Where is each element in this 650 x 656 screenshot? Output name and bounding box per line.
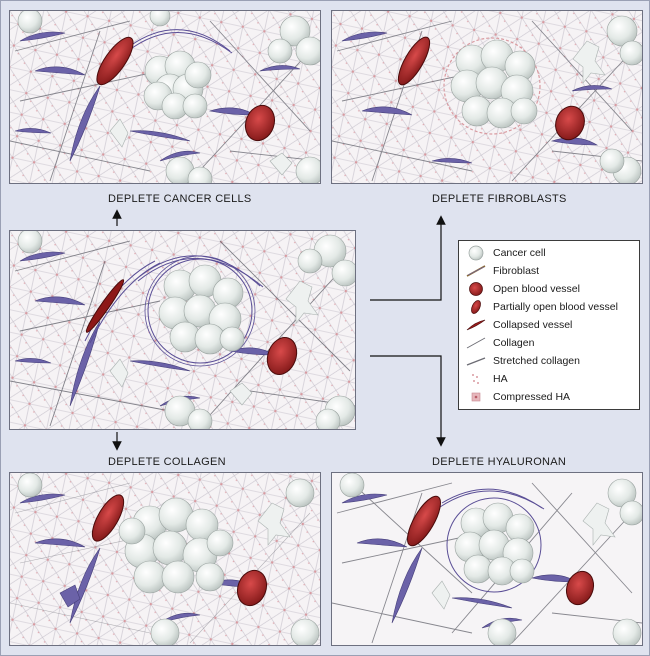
panel-baseline-tumor [9, 230, 356, 430]
legend-label: HA [493, 373, 508, 385]
legend-label: Cancer cell [493, 247, 546, 259]
legend-label: Collagen [493, 337, 535, 349]
arrow-to-deplete-hyaluronan [370, 355, 446, 447]
legend-item-fibroblast: Fibroblast [459, 262, 639, 280]
label-deplete-fibroblasts: DEPLETE FIBROBLASTS [432, 193, 567, 205]
fibroblast-icon [459, 262, 493, 280]
legend-label: Stretched collagen [493, 355, 580, 367]
partial-vessel-icon [459, 298, 493, 316]
legend: Cancer cell Fibroblast Open blood vessel… [458, 240, 640, 410]
legend-item-cancer-cell: Cancer cell [459, 244, 639, 262]
label-deplete-collagen: DEPLETE COLLAGEN [108, 456, 226, 468]
label-deplete-hyaluronan: DEPLETE HYALURONAN [432, 456, 567, 468]
collapsed-vessel-icon [459, 316, 493, 334]
tissue-illustration [10, 11, 320, 183]
legend-item-collagen: Collagen [459, 334, 639, 352]
panel-deplete-fibroblasts [331, 10, 643, 184]
ha-icon [459, 370, 493, 388]
arrow-to-deplete-fibroblasts [370, 215, 446, 301]
tissue-illustration [10, 231, 355, 429]
panel-deplete-hyaluronan [331, 472, 643, 646]
panel-deplete-collagen [9, 472, 321, 646]
collagen-icon [459, 334, 493, 352]
legend-item-open-vessel: Open blood vessel [459, 280, 639, 298]
label-deplete-cancer-cells: DEPLETE CANCER CELLS [108, 193, 252, 205]
legend-item-collapsed-vessel: Collapsed vessel [459, 316, 639, 334]
legend-label: Collapsed vessel [493, 319, 573, 331]
legend-item-stretched-collagen: Stretched collagen [459, 352, 639, 370]
legend-label: Fibroblast [493, 265, 540, 277]
legend-item-partial-vessel: Partially open blood vessel [459, 298, 639, 316]
tissue-illustration [332, 11, 642, 183]
legend-item-compressed-ha: Compressed HA [459, 388, 639, 406]
panel-deplete-cancer-cells [9, 10, 321, 184]
legend-label: Open blood vessel [493, 283, 580, 295]
compressed-ha-icon [459, 388, 493, 406]
tissue-illustration [10, 473, 320, 645]
tissue-illustration [332, 473, 642, 645]
open-vessel-icon [459, 280, 493, 298]
cancer-cell-icon [459, 244, 493, 262]
stretched-collagen-icon [459, 352, 493, 370]
legend-label: Partially open blood vessel [493, 301, 618, 313]
legend-label: Compressed HA [493, 391, 571, 403]
legend-item-ha: HA [459, 370, 639, 388]
